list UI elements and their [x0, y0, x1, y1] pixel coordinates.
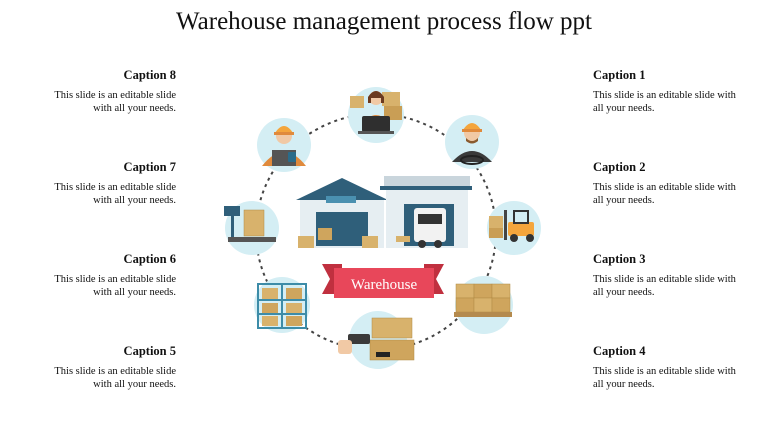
caption-4: Caption 4 This slide is an editable slid… [593, 344, 763, 391]
warehouse-building [296, 176, 472, 248]
warehouse-shelves-icon [254, 277, 310, 333]
forklift-icon [487, 201, 541, 255]
caption-8: Caption 8 This slide is an editable slid… [6, 68, 176, 115]
caption-body: This slide is an editable slide with all… [54, 274, 176, 298]
caption-body: This slide is an editable slide with all… [593, 366, 736, 390]
caption-body: This slide is an editable slide with all… [593, 90, 736, 114]
worker-driving-icon [445, 115, 499, 169]
caption-1: Caption 1 This slide is an editable slid… [593, 68, 763, 115]
caption-heading: Caption 7 [123, 160, 176, 174]
warehouse-label: Warehouse [351, 277, 418, 293]
caption-heading: Caption 2 [593, 160, 646, 174]
caption-6: Caption 6 This slide is an editable slid… [6, 252, 176, 299]
caption-heading: Caption 8 [123, 68, 176, 82]
page-title: Warehouse management process flow ppt [176, 8, 592, 35]
worker-scanner-icon [257, 118, 311, 172]
office-worker-laptop-icon [348, 87, 404, 143]
caption-body: This slide is an editable slide with all… [54, 366, 176, 390]
warehouse-ribbon: Warehouse [322, 264, 444, 298]
caption-heading: Caption 3 [593, 252, 646, 266]
caption-heading: Caption 6 [123, 252, 176, 266]
caption-body: This slide is an editable slide with all… [54, 182, 176, 206]
caption-body: This slide is an editable slide with all… [54, 90, 176, 114]
caption-5: Caption 5 This slide is an editable slid… [6, 344, 176, 391]
caption-2: Caption 2 This slide is an editable slid… [593, 160, 763, 207]
pallet-boxes-icon [454, 276, 513, 334]
caption-heading: Caption 4 [593, 344, 646, 358]
caption-heading: Caption 5 [123, 344, 176, 358]
weighing-scale-icon [224, 201, 279, 255]
caption-body: This slide is an editable slide with all… [593, 182, 736, 206]
barcode-scanner-icon [338, 311, 415, 369]
caption-3: Caption 3 This slide is an editable slid… [593, 252, 763, 299]
caption-body: This slide is an editable slide with all… [593, 274, 736, 298]
caption-heading: Caption 1 [593, 68, 646, 82]
caption-7: Caption 7 This slide is an editable slid… [6, 160, 176, 207]
